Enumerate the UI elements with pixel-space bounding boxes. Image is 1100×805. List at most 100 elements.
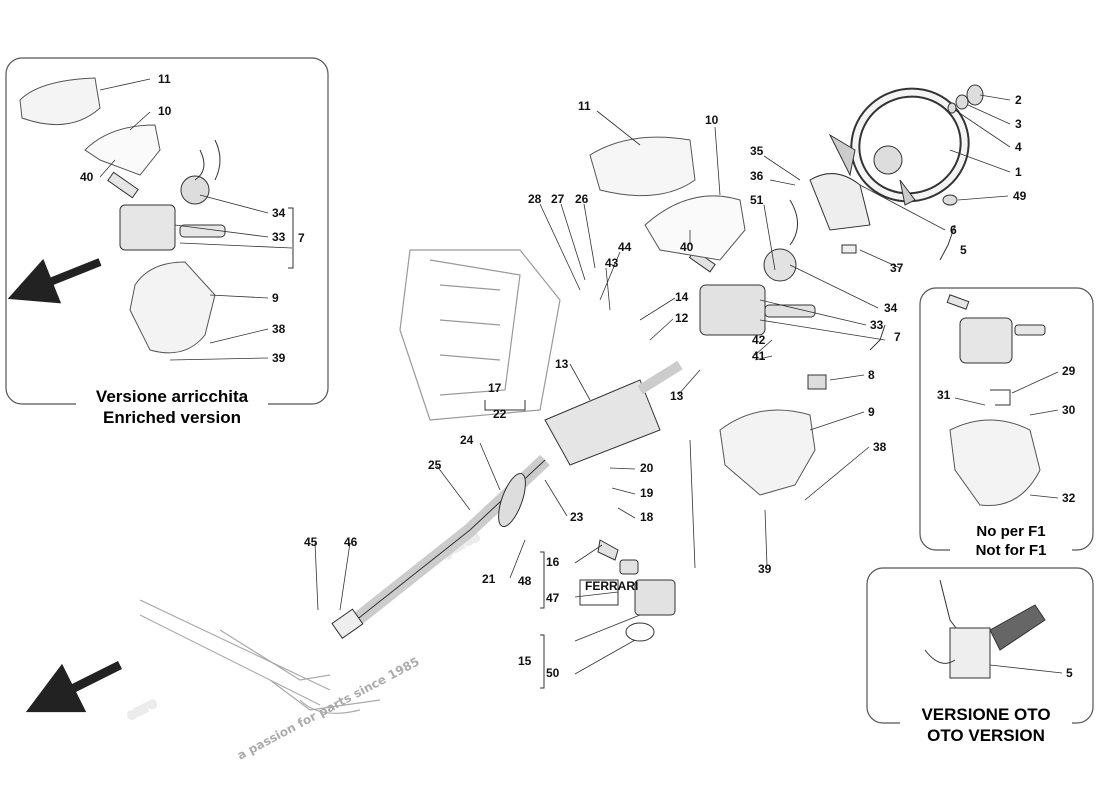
callout-34-main: 34 [884, 301, 898, 315]
lower-shroud-part [84, 124, 161, 176]
callout-43: 43 [605, 256, 619, 270]
main-callouts: 11 10 40 28 27 26 44 43 14 12 13 13 17 2… [304, 93, 1027, 680]
callout-11-main: 11 [578, 99, 591, 113]
main-column-cover-part [719, 409, 816, 496]
callout-3: 3 [1015, 117, 1022, 131]
callout-7-main: 7 [894, 330, 901, 344]
callout-15: 15 [518, 654, 532, 668]
paddle-part [989, 604, 1046, 651]
callout-12: 12 [675, 311, 689, 325]
switch-assembly-part [107, 139, 226, 251]
bracket-part [990, 389, 1011, 406]
callout-46: 46 [344, 535, 358, 549]
steering-rack-part [139, 599, 381, 714]
oto-version-panel: 5 [866, 567, 1094, 724]
callout-37: 37 [890, 261, 904, 275]
callout-34: 34 [272, 206, 286, 220]
callout-6: 6 [950, 223, 957, 237]
steering-wheel-part [828, 87, 970, 206]
callout-50: 50 [546, 666, 560, 680]
callout-9: 9 [272, 291, 279, 305]
oto-caption-it: VERSIONE OTO [921, 705, 1051, 724]
callout-5-main: 5 [960, 243, 967, 257]
direction-arrow-icon [7, 258, 102, 304]
callout-17: 17 [488, 381, 502, 395]
watermark-brand: euro [125, 696, 159, 723]
callout-8: 8 [868, 368, 875, 382]
steering-column-cover-part [129, 261, 216, 354]
callout-41: 41 [752, 349, 766, 363]
enriched-caption-it: Versione arricchita [95, 387, 249, 406]
callout-29: 29 [1062, 364, 1076, 378]
oto-version-caption: VERSIONE OTO OTO VERSION [900, 704, 1072, 746]
callout-31: 31 [937, 388, 951, 402]
paddle-bracket-part [809, 173, 871, 254]
callout-16: 16 [546, 555, 560, 569]
callout-51: 51 [750, 193, 764, 207]
no-f1-panel: 29 31 30 32 [919, 287, 1094, 551]
key-card-part: FERRARI [579, 579, 638, 606]
callout-2: 2 [1015, 93, 1022, 107]
callout-39-main: 39 [758, 562, 772, 576]
leader-lines [314, 94, 1011, 675]
no-f1-caption: No per F1 Not for F1 [950, 522, 1072, 560]
callout-38: 38 [272, 322, 286, 336]
callout-27: 27 [551, 192, 565, 206]
callout-38-main: 38 [873, 440, 887, 454]
callout-40-main: 40 [680, 240, 694, 254]
callout-14: 14 [675, 290, 689, 304]
callout-33: 33 [272, 230, 286, 244]
grouping-brackets [484, 224, 956, 689]
oto-module-part [949, 627, 991, 679]
sensor-part [807, 374, 827, 390]
callout-4: 4 [1015, 140, 1022, 154]
callout-24: 24 [460, 433, 474, 447]
callout-47: 47 [546, 591, 560, 605]
callout-10-main: 10 [705, 113, 719, 127]
callout-32: 32 [1062, 491, 1076, 505]
callout-48: 48 [518, 574, 532, 588]
callout-10: 10 [158, 104, 172, 118]
callout-25: 25 [428, 458, 442, 472]
callout-30: 30 [1062, 403, 1076, 417]
enriched-version-caption: Versione arricchita Enriched version [76, 386, 268, 428]
callout-35: 35 [750, 144, 764, 158]
callout-20: 20 [640, 461, 654, 475]
frame-part [399, 249, 561, 421]
callout-40: 40 [80, 170, 94, 184]
oto-caption-en: OTO VERSION [927, 726, 1045, 745]
callout-23: 23 [570, 510, 584, 524]
upper-shroud-part [19, 77, 101, 126]
callout-13-a: 13 [555, 357, 569, 371]
callout-45: 45 [304, 535, 318, 549]
callout-49: 49 [1013, 189, 1027, 203]
callout-11: 11 [158, 72, 171, 86]
key-card-brand: FERRARI [585, 579, 638, 593]
callout-22: 22 [493, 407, 507, 421]
main-direction-arrow-icon [25, 660, 123, 713]
watermark-tagline: a passion for parts since 1985 [235, 654, 422, 762]
main-upper-shroud-part [589, 136, 696, 197]
callout-13-b: 13 [670, 389, 684, 403]
ignition-parts [597, 539, 676, 642]
callout-18: 18 [640, 510, 654, 524]
callout-1: 1 [1015, 165, 1022, 179]
callout-36: 36 [750, 169, 764, 183]
horn-parts [942, 84, 984, 206]
callout-9-main: 9 [868, 405, 875, 419]
steering-column-part [331, 360, 683, 639]
f1-cover-part [949, 419, 1041, 507]
main-lower-shroud-part [644, 195, 746, 261]
callout-28: 28 [528, 192, 542, 206]
enriched-caption-en: Enriched version [103, 408, 241, 427]
callout-7: 7 [298, 231, 305, 245]
callout-19: 19 [640, 486, 654, 500]
no-f1-caption-en: Not for F1 [975, 542, 1047, 559]
callout-33-main: 33 [870, 318, 884, 332]
callout-21: 21 [482, 572, 496, 586]
callout-39: 39 [272, 351, 286, 365]
enriched-version-panel: 11 10 40 34 33 7 9 38 39 [5, 57, 329, 405]
callout-42: 42 [752, 333, 766, 347]
